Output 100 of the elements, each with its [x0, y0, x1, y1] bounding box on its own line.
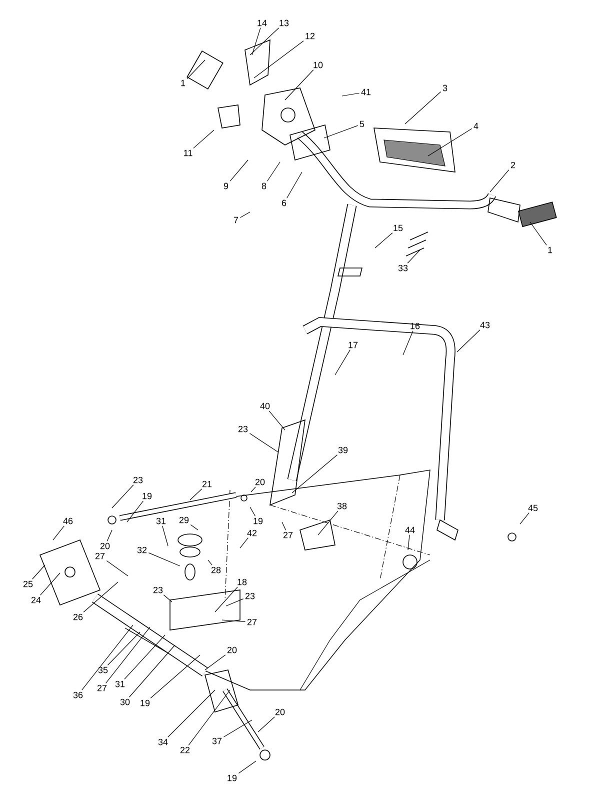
leader-line [334, 350, 350, 376]
callout-number: 20 [227, 646, 237, 654]
callout-number: 39 [338, 446, 348, 454]
callout-number: 22 [180, 746, 190, 754]
callout-number: 20 [100, 542, 110, 550]
leader-line [292, 454, 338, 494]
leader-line [428, 128, 472, 156]
callout-number: 7 [234, 216, 238, 224]
callout-number: 32 [137, 546, 147, 554]
callout-number: 12 [306, 32, 315, 40]
callout-number: 11 [184, 150, 192, 156]
leader-line [282, 522, 286, 530]
callout-number: 4 [474, 122, 478, 130]
leader-line [52, 526, 64, 540]
leader-line [490, 170, 510, 192]
leader-line [407, 250, 420, 264]
leader-line [230, 160, 248, 182]
callout-number: 46 [63, 518, 73, 524]
leader-line [530, 222, 547, 246]
leader-line [214, 586, 238, 612]
leader-line [250, 28, 280, 56]
callout-number: 19 [142, 492, 152, 500]
leader-line [204, 654, 226, 670]
leader-line [106, 626, 150, 684]
callout-number: 38 [337, 502, 347, 510]
callout-number: 44 [405, 526, 415, 534]
leader-line [163, 594, 172, 602]
leader-line [324, 125, 358, 138]
callout-number: 33 [398, 264, 408, 272]
leader-line [286, 172, 302, 198]
callout-number: 27 [95, 552, 105, 560]
callout-number: 24 [31, 596, 41, 604]
callout-number: 43 [480, 322, 490, 328]
callout-number: 20 [255, 478, 265, 486]
callout-number: 26 [73, 614, 83, 620]
leader-line [126, 500, 144, 522]
leader-line [107, 632, 140, 666]
leader-line [186, 60, 206, 79]
callout-number: 37 [212, 738, 222, 744]
leader-line [190, 524, 198, 530]
leader-line [252, 28, 261, 56]
callout-number: 1 [548, 246, 552, 254]
leader-line [254, 40, 304, 78]
callout-number: 19 [254, 518, 263, 524]
leader-line [402, 330, 414, 356]
callout-number: 1 [181, 80, 186, 86]
callout-number: 6 [282, 200, 286, 206]
leader-line [284, 70, 314, 100]
callout-number: 45 [528, 504, 538, 512]
leader-line [148, 552, 180, 566]
leader-line [456, 330, 480, 352]
leader-line [112, 484, 134, 508]
callout-number: 31 [156, 518, 166, 524]
callout-number: 13 [280, 20, 289, 26]
leader-line [223, 720, 252, 738]
callout-number: 23 [133, 476, 143, 484]
callout-number: 5 [360, 120, 364, 128]
callout-number: 41 [361, 88, 371, 96]
leader-line [266, 162, 280, 182]
callout-number: 40 [260, 402, 270, 410]
leader-line [150, 654, 200, 698]
callout-number: 27 [283, 532, 293, 538]
leader-line [193, 130, 214, 148]
leader-line [168, 690, 216, 738]
callout-number: 20 [275, 708, 285, 716]
callout-number: 21 [202, 480, 212, 488]
leader-line [240, 212, 250, 218]
callout-number: 27 [97, 684, 107, 692]
callout-number: 30 [120, 698, 130, 706]
callout-number: 2 [510, 162, 516, 168]
callout-number: 15 [394, 224, 403, 232]
leader-line [318, 510, 338, 536]
leader-line [226, 598, 244, 606]
leader-line [249, 433, 278, 452]
leader-line [258, 716, 275, 732]
leader-line [240, 538, 248, 548]
callout-number: 23 [238, 426, 248, 432]
leader-line [124, 634, 166, 680]
callout-number: 29 [179, 516, 189, 524]
callout-number: 19 [228, 774, 237, 782]
callout-number: 16 [410, 322, 420, 330]
callout-number: 10 [314, 62, 323, 68]
leader-line [250, 506, 256, 516]
leader-line [190, 488, 202, 500]
leader-line [342, 92, 360, 96]
leader-line [128, 644, 176, 698]
callout-number: 8 [262, 182, 266, 190]
leader-line [83, 582, 118, 612]
callout-number: 34 [158, 738, 168, 746]
leader-line [404, 91, 442, 124]
callout-number: 35 [98, 666, 108, 674]
leader-line [40, 572, 60, 596]
callout-number: 19 [140, 700, 150, 706]
callout-number: 17 [348, 342, 358, 348]
callout-number: 31 [115, 680, 125, 688]
callout-number: 25 [23, 580, 33, 588]
leader-line [162, 526, 168, 546]
leader-line [238, 760, 256, 774]
leader-line [374, 232, 393, 248]
callout-number: 3 [442, 84, 448, 92]
